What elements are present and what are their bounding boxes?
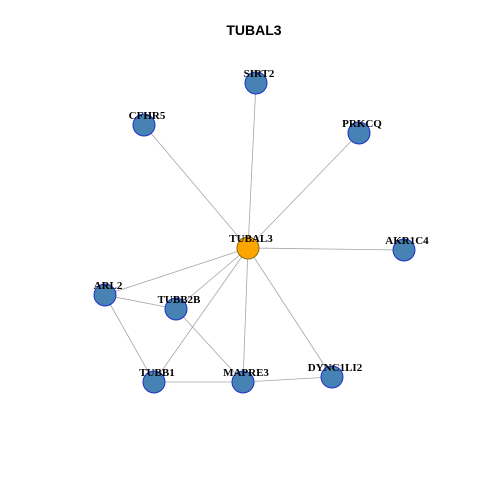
edge-tubal3-mapre3: [242, 247, 249, 383]
node-circle[interactable]: [142, 370, 166, 394]
node-akr1c4[interactable]: AKR1C4: [385, 235, 429, 262]
node-tubal3[interactable]: TUBAL3: [229, 233, 273, 260]
edges-layer: [104, 82, 405, 383]
node-label: TUBAL3: [229, 233, 273, 245]
node-circle[interactable]: [231, 370, 255, 394]
node-mapre3[interactable]: MAPRE3: [223, 367, 269, 394]
node-label: DYNC1LI2: [308, 362, 363, 374]
node-arl2[interactable]: ARL2: [93, 280, 123, 307]
edge-tubal3-akr1c4: [247, 247, 405, 251]
edge-tubal3-dync1li2: [247, 247, 333, 378]
node-label: MAPRE3: [223, 367, 269, 379]
node-cfhr5[interactable]: CFHR5: [129, 110, 166, 137]
node-tubb1[interactable]: TUBB1: [139, 367, 175, 394]
node-sirt2[interactable]: SIRT2: [244, 68, 275, 95]
node-circle[interactable]: [320, 365, 344, 389]
node-circle[interactable]: [392, 238, 416, 262]
edge-tubb2b-mapre3: [175, 308, 244, 383]
node-prkcq[interactable]: PRKCQ: [342, 118, 382, 145]
node-circle[interactable]: [164, 297, 188, 321]
edge-tubal3-cfhr5: [143, 124, 249, 249]
edge-tubal3-sirt2: [247, 82, 257, 249]
node-tubb2b[interactable]: TUBB2B: [158, 294, 201, 321]
edge-tubal3-arl2: [104, 247, 249, 296]
node-label: CFHR5: [129, 110, 166, 122]
node-label: ARL2: [94, 280, 123, 292]
graph-title: TUBAL3: [226, 22, 281, 38]
node-label: AKR1C4: [385, 235, 429, 247]
edge-arl2-tubb2b: [104, 294, 177, 310]
edge-tubal3-tubb2b: [175, 247, 249, 310]
node-label: TUBB1: [139, 367, 174, 379]
edge-mapre3-dync1li2: [242, 376, 333, 383]
node-circle[interactable]: [132, 113, 156, 137]
node-label: PRKCQ: [342, 118, 382, 130]
node-label: TUBB2B: [158, 294, 201, 306]
node-label: SIRT2: [244, 68, 275, 80]
node-circle[interactable]: [93, 283, 117, 307]
node-dync1li2[interactable]: DYNC1LI2: [308, 362, 363, 389]
node-circle[interactable]: [347, 121, 371, 145]
node-circle[interactable]: [244, 71, 268, 95]
edge-tubal3-tubb1: [153, 247, 249, 383]
edge-arl2-tubb1: [104, 294, 155, 383]
node-circle[interactable]: [236, 236, 260, 260]
edge-tubal3-prkcq: [247, 132, 360, 249]
